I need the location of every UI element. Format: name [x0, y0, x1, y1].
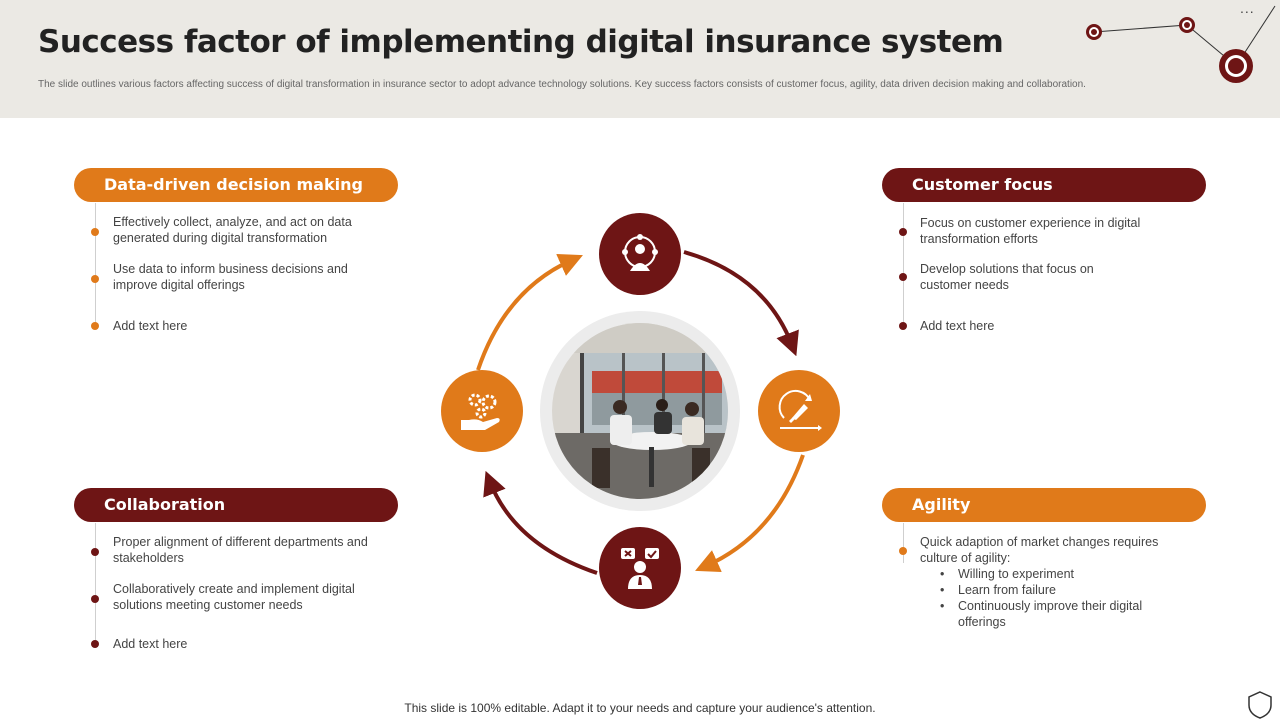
- list-item: Effectively collect, analyze, and act on…: [113, 215, 352, 245]
- agility-sublist: Willing to experiment Learn from failure…: [920, 566, 1170, 630]
- customer-focus-header: Customer focus: [882, 168, 1206, 202]
- list-item: Use data to inform business decisions an…: [113, 262, 348, 292]
- bullet-dot: [91, 640, 99, 648]
- header-band: Success factor of implementing digital i…: [0, 0, 1280, 118]
- collaboration-header: Collaboration: [74, 488, 398, 522]
- bullet-dot: [91, 322, 99, 330]
- list-item: Add text here: [113, 637, 188, 651]
- list-item: Willing to experiment: [920, 566, 1170, 582]
- network-decoration-icon: [1086, 5, 1276, 83]
- menu-dots-icon[interactable]: ...: [1240, 0, 1255, 16]
- team-decision-icon: [599, 527, 681, 609]
- hand-gears-icon: [441, 370, 523, 452]
- shield-icon: [1248, 691, 1272, 719]
- list-item: Focus on customer experience in digital …: [920, 216, 1141, 246]
- collaboration-divider: [95, 523, 96, 648]
- bullet-dot: [899, 547, 907, 555]
- list-item: Continuously improve their digital offer…: [920, 598, 1170, 630]
- bullet-dot: [91, 595, 99, 603]
- customer-focus-divider: [903, 203, 904, 328]
- bullet-dot: [91, 228, 99, 236]
- arrow-right-to-bottom: [695, 454, 805, 573]
- arrow-left-to-top: [476, 253, 583, 371]
- customer-focus-list: Focus on customer experience in digital …: [920, 215, 1210, 345]
- agility-list: Quick adaption of market changes require…: [920, 534, 1190, 630]
- page-title: Success factor of implementing digital i…: [38, 24, 1004, 60]
- list-item: Collaboratively create and implement dig…: [113, 582, 355, 612]
- footer-note: This slide is 100% editable. Adapt it to…: [404, 701, 876, 715]
- collaboration-list: Proper alignment of different department…: [113, 534, 403, 664]
- cycle-arrows: [476, 250, 805, 575]
- bullet-dot: [899, 273, 907, 281]
- list-item: Develop solutions that focus on customer…: [920, 262, 1094, 292]
- customer-target-icon: [599, 213, 681, 295]
- bullet-dot: [899, 228, 907, 236]
- agility-divider: [903, 523, 904, 563]
- bullet-dot: [91, 275, 99, 283]
- arrow-bottom-to-left: [483, 470, 598, 575]
- page-subtitle: The slide outlines various factors affec…: [38, 79, 1086, 90]
- list-item: Proper alignment of different department…: [113, 535, 368, 565]
- data-driven-list: Effectively collect, analyze, and act on…: [113, 214, 403, 344]
- list-item: Add text here: [920, 319, 995, 333]
- data-driven-divider: [95, 203, 96, 328]
- data-driven-header: Data-driven decision making: [74, 168, 398, 202]
- meeting-photo: [552, 323, 728, 499]
- list-item: Add text here: [113, 319, 188, 333]
- list-item: Learn from failure: [920, 582, 1170, 598]
- bullet-dot: [899, 322, 907, 330]
- rocket-agility-icon: [758, 370, 840, 452]
- bullet-dot: [91, 548, 99, 556]
- arrow-top-to-right: [683, 250, 799, 357]
- agility-intro: Quick adaption of market changes require…: [920, 535, 1159, 565]
- agility-header: Agility: [882, 488, 1206, 522]
